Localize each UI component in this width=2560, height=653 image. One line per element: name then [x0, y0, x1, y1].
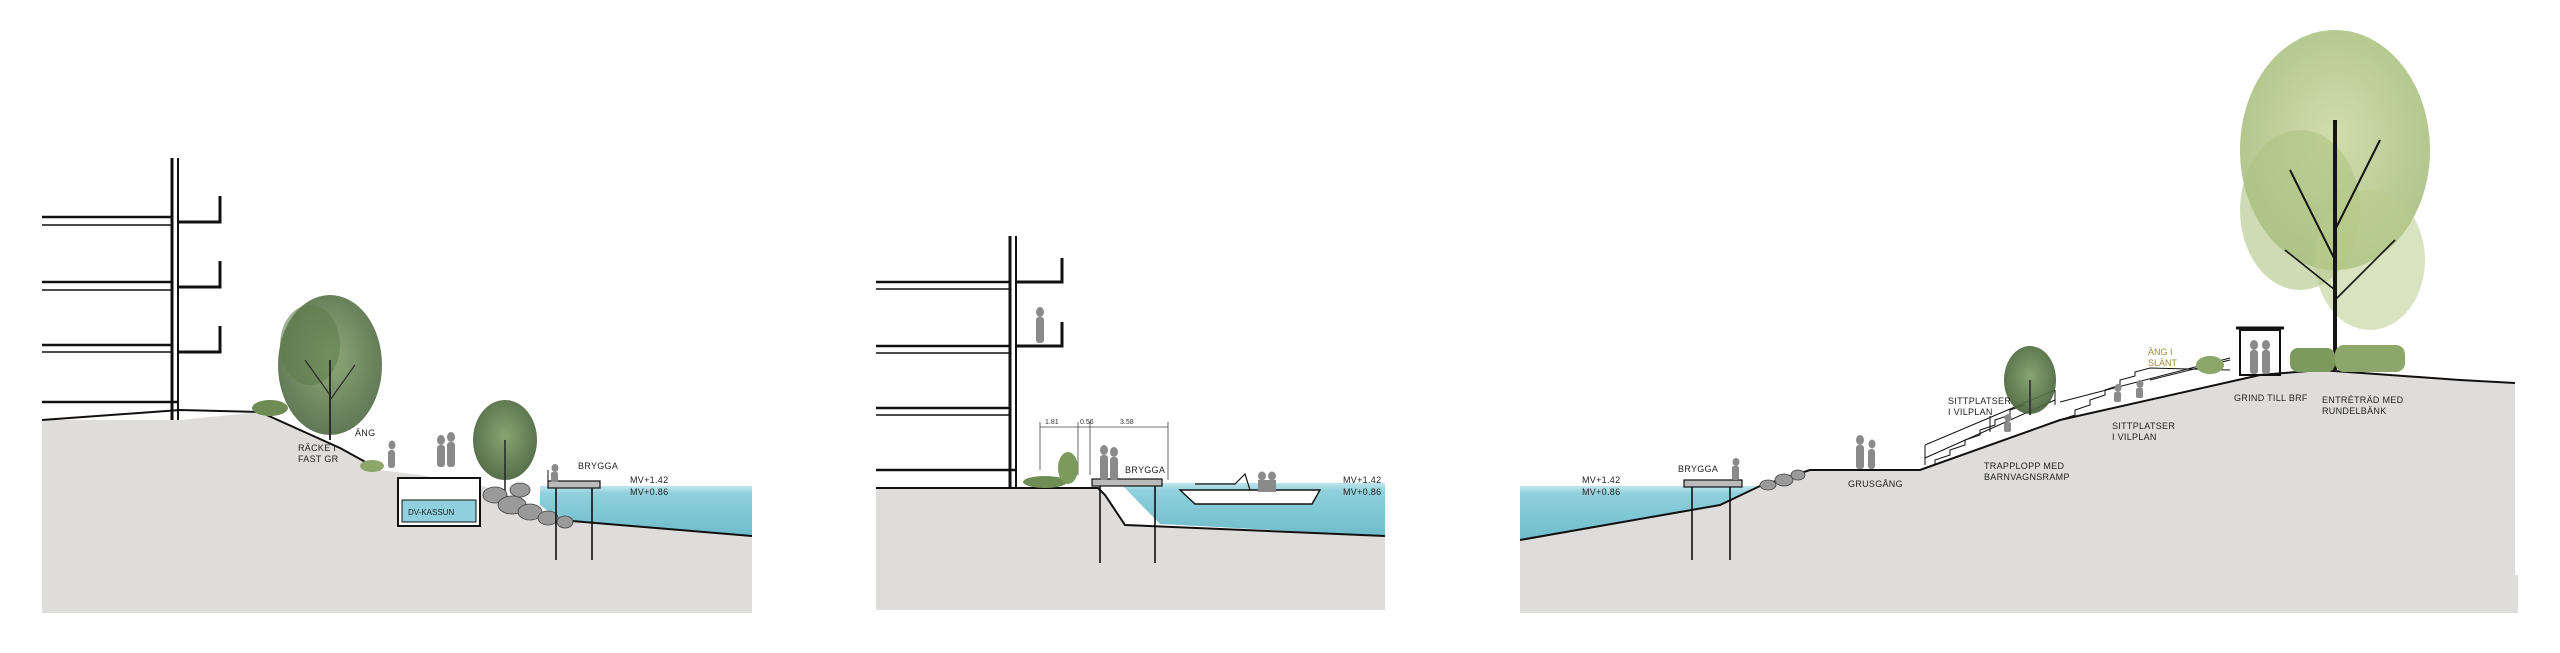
stones: [482, 482, 574, 529]
jetty-2: [1091, 478, 1163, 563]
tank-label: DV-KASSUN: [408, 508, 454, 517]
label-mv-low: MV+0.86: [1582, 487, 1620, 497]
label-jetty: BRYGGA: [578, 461, 618, 471]
label-gravel-path: GRUSGÅNG: [1848, 479, 1903, 489]
label-entrance-tree-2: RUNDELBÄNK: [2322, 406, 2387, 416]
label-seating-a1: SITTPLATSER: [1948, 396, 2011, 406]
ground-section: [876, 488, 1385, 610]
section-2: 1.81 0.56 3.58 BRYGGA MV+1.42 M: [876, 236, 1386, 610]
label-jetty: BRYGGA: [1678, 464, 1718, 474]
label-meadow: ÄNG: [355, 428, 375, 438]
dim-2: 0.56: [1080, 419, 1094, 426]
hedge: [2196, 345, 2405, 374]
label-jetty: BRYGGA: [1125, 465, 1165, 475]
dim-1: 1.81: [1045, 419, 1059, 426]
ground-line: [1519, 368, 2516, 541]
tree-small: [2004, 346, 2056, 415]
people: [1732, 340, 2270, 480]
label-mv-low: MV+0.86: [1343, 487, 1381, 497]
label-mv-low: MV+0.86: [630, 487, 668, 497]
label-stairs-2: BARNVAGNSRAMP: [1984, 472, 2070, 482]
shrubs: [1023, 452, 1078, 488]
ground-section: [1520, 370, 2518, 613]
label-seating-b2: I VILPLAN: [2112, 432, 2157, 442]
label-meadow-slope-1: ÄNG I: [2148, 347, 2173, 357]
stones: [1759, 469, 1806, 491]
people: [1100, 445, 1118, 480]
label-meadow-slope-2: SLÄNT: [2148, 358, 2178, 368]
people: [388, 432, 559, 482]
boat: [1178, 471, 1322, 505]
label-seating-b1: SITTPLATSER: [2112, 421, 2175, 431]
dim-3: 3.58: [1120, 419, 1134, 426]
label-railing: RÄCKE I: [298, 443, 336, 453]
building: [42, 158, 222, 420]
water-body: [540, 486, 752, 536]
person-balcony: [1036, 307, 1044, 343]
entrance-tree: [2240, 30, 2430, 370]
label-entrance-tree-1: ENTRÉTRÄD MED: [2322, 395, 2404, 405]
label-railing-2: FAST GR: [298, 454, 339, 464]
ground-line: [876, 487, 1386, 537]
tree-medium: [473, 400, 537, 492]
section-1: DV-KASSUN RÄCKE I FAST GR ÄNG BRYGGA MV+…: [41, 158, 753, 613]
dimension-lines: [1039, 422, 1169, 480]
label-mv-high: MV+1.42: [630, 475, 668, 485]
label-gate: GRIND TILL BRF: [2234, 393, 2308, 403]
dv-tank: DV-KASSUN: [397, 477, 481, 527]
shrubs: [252, 400, 384, 472]
gate: [2236, 326, 2284, 376]
tree-large: [278, 295, 382, 440]
label-stairs-1: TRAPPLOPP MED: [1984, 461, 2064, 471]
jetty-1: [547, 470, 601, 560]
label-mv-high: MV+1.42: [1582, 475, 1620, 485]
section-3: MV+1.42 MV+0.86 BRYGGA GRUSGÅNG SITTPLAT…: [1519, 30, 2518, 613]
building: [876, 236, 1064, 488]
water-body: [1520, 486, 1760, 540]
label-mv-high: MV+1.42: [1343, 475, 1381, 485]
jetty-3: [1683, 479, 1743, 560]
label-seating-a2: I VILPLAN: [1948, 407, 1993, 417]
